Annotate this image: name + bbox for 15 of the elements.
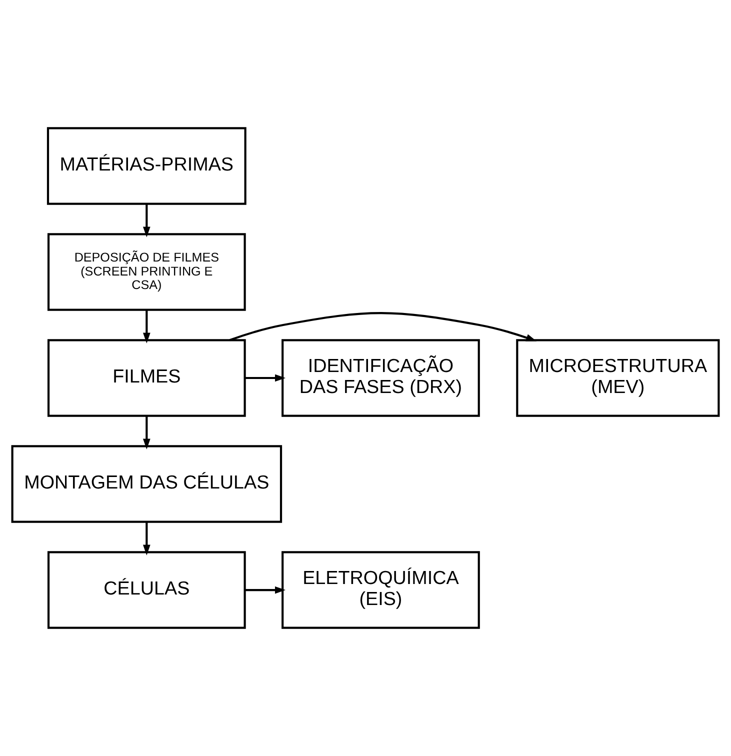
node-box: MONTAGEM DAS CÉLULAS: [11, 445, 282, 523]
node-box: ELETROQUÍMICA (EIS): [282, 551, 480, 629]
arrow: [244, 586, 286, 594]
node-box: DEPOSIÇÃO DE FILMES (SCREEN PRINTING E CSA): [47, 233, 246, 311]
arrow: [244, 374, 286, 382]
node-box: IDENTIFICAÇÃO DAS FASES (DRX): [282, 339, 480, 417]
arrow: [142, 204, 150, 238]
arrow: [229, 312, 537, 342]
node-box: FILMES: [47, 339, 246, 417]
arrow: [142, 310, 150, 344]
node-box: CÉLULAS: [47, 551, 246, 629]
node-box: MICROESTRUTURA (MEV): [516, 339, 720, 417]
arrow: [142, 416, 150, 450]
arrow: [142, 522, 150, 556]
node-box: MATÉRIAS-PRIMAS: [46, 127, 246, 205]
